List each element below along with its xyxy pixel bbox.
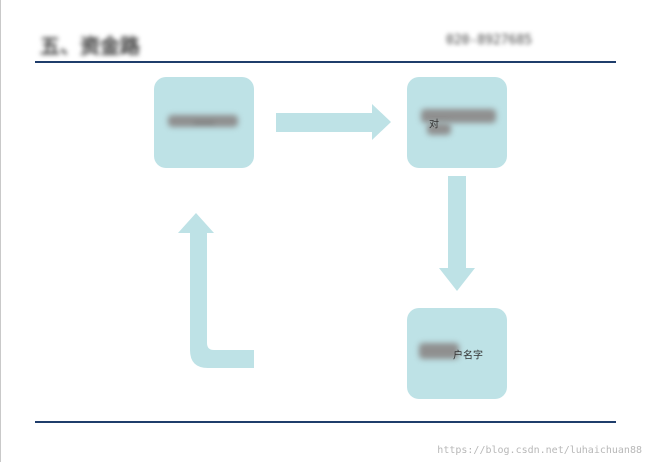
redaction-blur	[419, 343, 459, 359]
flow-box-c: 户名字	[407, 308, 507, 399]
flow-box-a: ——	[154, 77, 254, 168]
redaction-blur	[168, 115, 238, 127]
watermark-url: https://blog.csdn.net/luhaichuan88	[437, 445, 642, 456]
page-left-border	[0, 0, 1, 462]
flow-box-b-label: 对	[429, 119, 439, 130]
redaction-blur	[427, 123, 451, 135]
flow-box-a-label: ——	[194, 117, 214, 128]
header-number: 020-8927685	[446, 33, 533, 48]
flow-box-c-label: 户名字	[453, 350, 483, 361]
flow-box-b: 对	[407, 77, 507, 168]
bottom-divider	[35, 421, 616, 423]
top-divider	[35, 61, 616, 63]
arrow-right	[276, 104, 391, 140]
arrow-return-up	[178, 213, 254, 368]
slide-title: 五、资金路	[40, 34, 140, 58]
arrow-down	[439, 176, 475, 291]
redaction-blur	[421, 109, 496, 123]
